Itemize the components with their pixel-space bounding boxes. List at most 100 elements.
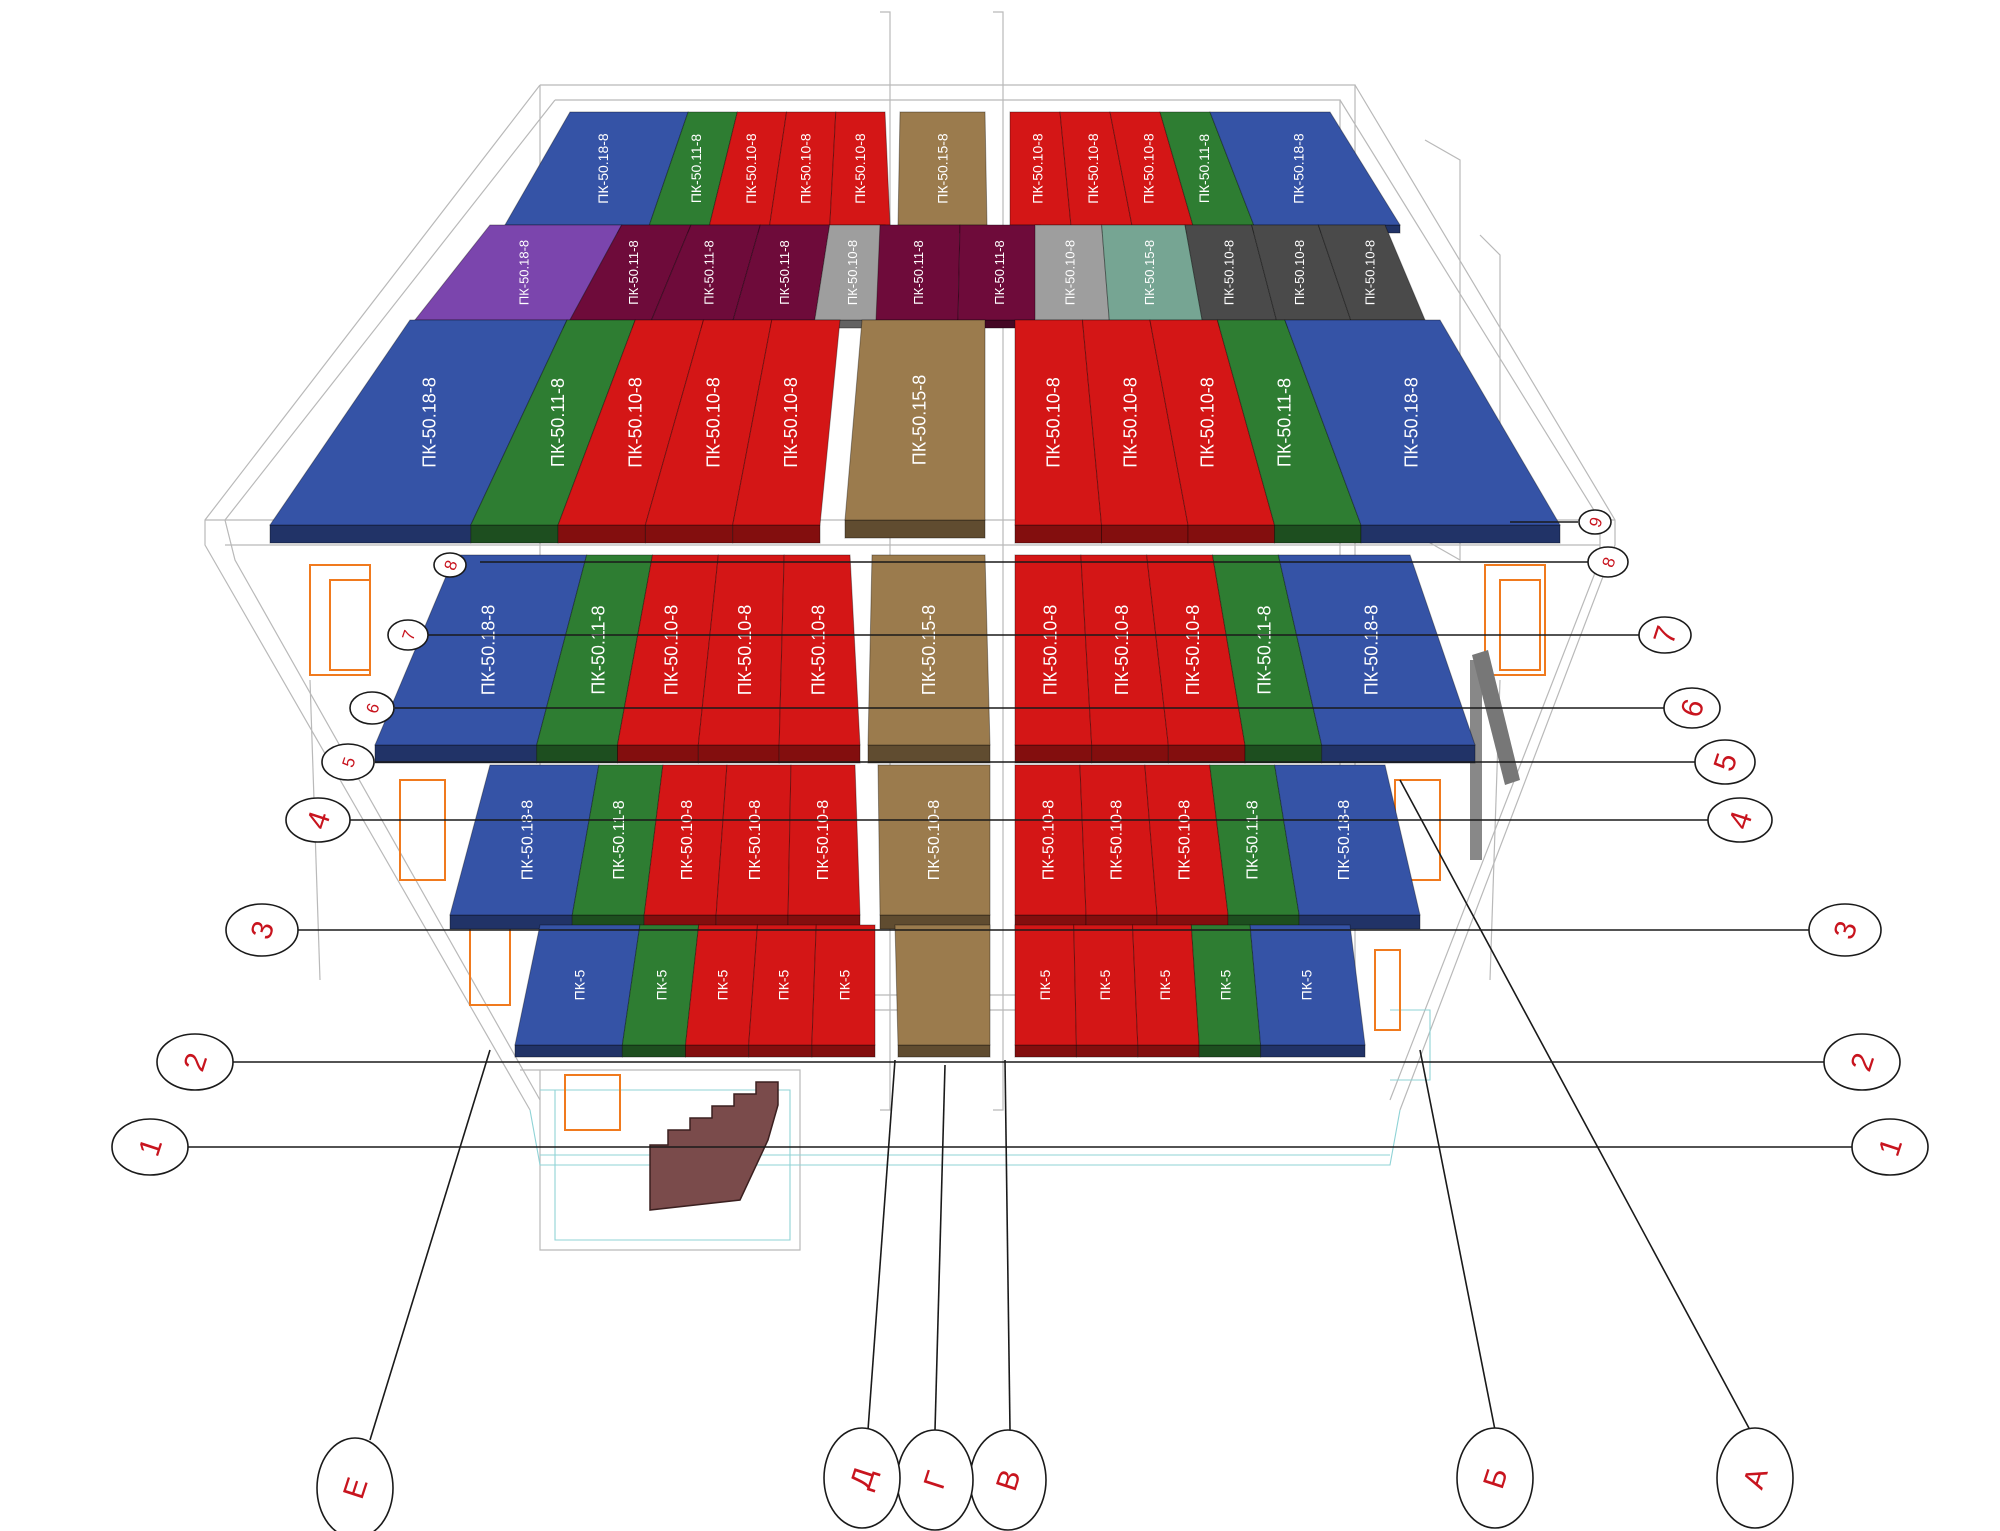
- axis-2-left: 2: [156, 1033, 234, 1091]
- slab-label: ПК-50.11-8: [626, 240, 641, 304]
- slab-label: ПК-50.10-8: [1085, 133, 1101, 204]
- slab-panel-red: [787, 764, 861, 916]
- axis-bubble: [1694, 739, 1756, 785]
- slab-edge: [1014, 524, 1103, 544]
- slab-label: ПК-50.18-8: [519, 800, 536, 881]
- slab-label: ПК-50.18-8: [1290, 133, 1306, 204]
- slab-edge: [748, 1044, 813, 1058]
- band-roof-top-left: ПК-50.18-8 ПК-50.11-8 ПК-50.10-8 ПК-50.10-8…: [504, 111, 891, 234]
- slab-label: ПК-50.10-8: [852, 133, 868, 204]
- column-element: [1470, 660, 1482, 860]
- slab-label: ПК-50.11-8: [992, 240, 1007, 304]
- slab-label: ПК-50.10-8: [1176, 800, 1193, 881]
- slab-label: ПК-50.10-8: [735, 605, 755, 695]
- axis-3-left: 3: [225, 903, 299, 957]
- axis-8-right: 8: [1587, 546, 1629, 578]
- slab-label: ПК-50.10-8: [1362, 240, 1377, 305]
- slab-edge: [1137, 1044, 1200, 1058]
- slab-edge: [778, 744, 861, 764]
- axis-4-left: 4: [285, 797, 351, 843]
- axis-5-right: 5: [1694, 739, 1756, 785]
- slab-label: ПК-50.18-8: [1336, 800, 1353, 881]
- band-roof-mid-right: ПК-50.10-8 ПК-50.15-8 ПК-50.10-8 ПК-50.10-8…: [1034, 224, 1426, 329]
- slab-label: ПК-50.10-8: [1040, 800, 1057, 881]
- slab-edge: [617, 744, 699, 764]
- axis-bubble: [1587, 546, 1629, 578]
- axis-bubble: [111, 1118, 189, 1176]
- axis-bubble: [321, 743, 375, 781]
- band-floor2-core: ПК-50.10-8: [877, 764, 991, 930]
- slab-edge: [1198, 1044, 1262, 1058]
- axis-В: В: [969, 1429, 1047, 1531]
- slab-label: ПК-5: [1097, 969, 1113, 1000]
- axis-bubble: [1808, 903, 1882, 957]
- axis-bubble: [1716, 1427, 1794, 1529]
- slab-label: ПК-50.11-8: [911, 240, 926, 304]
- slab-edge: [897, 1044, 991, 1058]
- slab-edge: [269, 524, 472, 544]
- slab-label: ПК-50.18-8: [517, 240, 532, 305]
- slab-label: ПК-50.10-8: [1043, 377, 1063, 467]
- slab-label: ПК-50.10-8: [845, 240, 860, 305]
- slab-label: ПК-50.18-8: [595, 133, 611, 204]
- axis-3-right: 3: [1808, 903, 1882, 957]
- slab-edge: [470, 524, 559, 544]
- slab-label: ПК-50.10-8: [1112, 605, 1132, 695]
- slab-edge: [621, 1044, 687, 1058]
- slab-edge: [844, 519, 986, 539]
- axis-bubble: [1851, 1118, 1929, 1176]
- slab-label: ПК-50.10-8: [662, 605, 682, 695]
- slab-label: ПК-50.11-8: [588, 605, 608, 694]
- band-roof-core: ПК-50.15-8: [897, 111, 988, 234]
- axis-bubble: [1823, 1033, 1901, 1091]
- slab-label: ПК-5: [1037, 969, 1053, 1000]
- slab-label: ПК-50.11-8: [1254, 605, 1274, 694]
- slab-label: ПК-50.11-8: [611, 800, 628, 879]
- slab-label: ПК-50.10-8: [743, 133, 759, 204]
- axis-bubble: [285, 797, 351, 843]
- axis-bubble: [1456, 1427, 1534, 1529]
- axis-5-left: 5: [321, 743, 375, 781]
- slab-edge: [1360, 524, 1561, 544]
- slab-label: ПК-50.11-8: [688, 134, 704, 204]
- slab-label: ПК-50.11-8: [701, 240, 716, 304]
- slab-label: ПК-50.10-8: [1221, 240, 1236, 305]
- slab-label: ПК-50.10-8: [815, 800, 832, 881]
- axis-6-right: 6: [1663, 687, 1721, 729]
- column-element-shadow: [1472, 650, 1520, 785]
- axis-bubble: [1707, 797, 1773, 843]
- slab-label: ПК-50.10-8: [1063, 240, 1078, 305]
- slab-edge: [1321, 744, 1476, 764]
- axis-bubble: [156, 1033, 234, 1091]
- slab-panel-blue: [1277, 554, 1476, 746]
- slab-edge: [685, 1044, 750, 1058]
- slab-edge: [867, 744, 991, 764]
- axis-bubble: [349, 691, 395, 725]
- slab-label: ПК-50.10-8: [1197, 377, 1217, 467]
- slab-label: ПК-50.10-8: [1030, 133, 1046, 204]
- slab-label: ПК-50.18-8: [419, 377, 439, 467]
- axis-Г: Г: [896, 1429, 974, 1531]
- axis-7-left: 7: [387, 619, 429, 651]
- slab-label: ПК-5: [1217, 969, 1233, 1000]
- axis-А: А: [1716, 1427, 1794, 1529]
- axis-bubble: [1663, 687, 1721, 729]
- structural-details: [649, 565, 1520, 1211]
- slab-label: ПК-50.10-8: [747, 800, 764, 881]
- slab-label: ПК-50.10-8: [797, 133, 813, 204]
- slab-label: ПК-50.11-8: [1274, 378, 1294, 467]
- leader-line: [1419, 1049, 1496, 1431]
- slab-edge: [697, 744, 780, 764]
- slab-panel-blue: [1284, 319, 1561, 526]
- slab-edge: [557, 524, 646, 544]
- staircase: [649, 1081, 779, 1211]
- slab-label: ПК-50.10-8: [626, 377, 646, 467]
- slab-label: ПК-50.15-8: [1142, 240, 1157, 305]
- axis-bubble: [225, 903, 299, 957]
